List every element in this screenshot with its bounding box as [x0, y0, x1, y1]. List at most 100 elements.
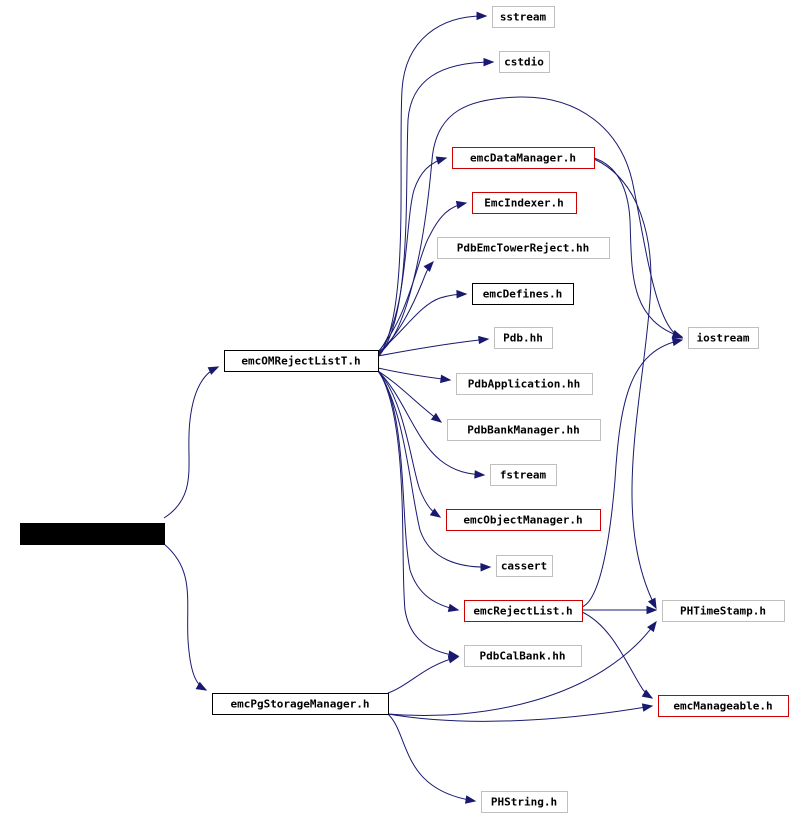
arrowhead: [641, 689, 654, 699]
node-label: PHTimeStamp.h: [680, 605, 766, 618]
edge-omt-to-rl: [377, 370, 460, 613]
node-pcb[interactable]: PdbCalBank.hh: [464, 645, 582, 667]
node-label: cassert: [501, 560, 547, 573]
node-box: [499, 51, 550, 73]
node-dm[interactable]: emcDataManager.h: [452, 147, 595, 169]
arrowhead: [456, 289, 468, 299]
node-phs[interactable]: PHString.h: [481, 791, 568, 813]
arrowhead: [483, 57, 495, 67]
arrowhead: [455, 200, 468, 210]
node-cassert[interactable]: cassert: [496, 555, 553, 577]
node-box: [472, 192, 577, 214]
arrowhead: [464, 795, 477, 804]
node-def[interactable]: emcDefines.h: [472, 283, 574, 305]
node-box: [452, 147, 595, 169]
node-box: [456, 373, 593, 395]
node-label: iostream: [697, 332, 750, 345]
node-sstream[interactable]: sstream: [492, 6, 555, 28]
node-rl[interactable]: emcRejectList.h: [464, 600, 583, 622]
node-label: PdbCalBank.hh: [479, 650, 565, 663]
node-ptr[interactable]: PdbEmcTowerReject.hh: [437, 237, 610, 259]
arrowhead: [476, 11, 488, 21]
edge-rl-to-man: [581, 611, 654, 699]
node-iostream[interactable]: iostream: [688, 327, 759, 349]
node-label: emcObjectManager.h: [463, 514, 582, 527]
arrowhead: [474, 470, 486, 479]
node-box: [662, 600, 785, 622]
node-box: [464, 600, 583, 622]
node-box: [490, 464, 557, 486]
edge-pgs-to-ts: [387, 620, 657, 717]
node-cstdio[interactable]: cstdio: [499, 51, 550, 73]
arrowhead: [641, 703, 654, 712]
edge-omt-to-pdb: [377, 335, 490, 357]
node-root: emcOMRejectList.C: [20, 523, 165, 545]
edge-omt-to-om: [377, 370, 442, 518]
arrowhead: [447, 655, 460, 664]
arrowhead: [447, 603, 460, 613]
node-label: emcRejectList.h: [473, 605, 572, 618]
node-box: [20, 523, 165, 545]
node-label: emcManageable.h: [673, 700, 772, 713]
arrowhead: [647, 620, 657, 633]
edge-pgs-to-phs: [387, 713, 477, 804]
arrowhead: [478, 335, 490, 345]
arrowhead: [195, 681, 208, 691]
edge-omt-to-cassert: [377, 370, 492, 572]
node-box: [688, 327, 759, 349]
arrowhead: [671, 337, 684, 347]
node-label: emcDefines.h: [483, 288, 562, 301]
edge-omt-to-pbm: [377, 370, 443, 423]
node-pbm[interactable]: PdbBankManager.hh: [447, 419, 601, 441]
node-box: [494, 327, 553, 349]
node-label: sstream: [500, 11, 547, 24]
edge-root-to-pgs: [163, 543, 208, 691]
arrowhead: [440, 374, 452, 384]
arrowhead: [430, 412, 443, 423]
node-label: emcOMRejectListT.h: [241, 355, 360, 368]
node-box: [472, 283, 574, 305]
node-fstream[interactable]: fstream: [490, 464, 557, 486]
node-idx[interactable]: EmcIndexer.h: [472, 192, 577, 214]
node-box: [446, 509, 601, 531]
node-box: [492, 6, 555, 28]
node-label: Pdb.hh: [503, 332, 543, 345]
arrowhead: [429, 508, 442, 518]
node-box: [437, 237, 610, 259]
node-box: [212, 693, 389, 715]
arrowhead: [647, 597, 657, 610]
edge-layer: [163, 11, 684, 804]
node-pgs[interactable]: emcPgStorageManager.h: [212, 693, 389, 715]
node-label: EmcIndexer.h: [484, 197, 563, 210]
arrowhead: [207, 366, 220, 375]
arrowhead: [480, 562, 492, 572]
edge-omt-to-dm: [377, 156, 448, 353]
edge-omt-to-idx: [377, 200, 468, 353]
node-label: emcDataManager.h: [470, 152, 576, 165]
node-layer: emcOMRejectList.C emcOMRejectListT.h emcPg…: [20, 6, 789, 813]
edge-omt-to-sstream: [377, 11, 488, 357]
node-label: fstream: [500, 469, 547, 482]
node-om[interactable]: emcObjectManager.h: [446, 509, 601, 531]
node-label: cstdio: [504, 56, 544, 69]
edge-root-to-omt: [163, 366, 220, 519]
node-pdb[interactable]: Pdb.hh: [494, 327, 553, 349]
node-label: emcPgStorageManager.h: [230, 698, 369, 711]
node-label: PHString.h: [491, 796, 557, 809]
edge-omt-to-iostream: [377, 96, 684, 355]
edge-dm-to-iostream: [593, 157, 684, 339]
edge-dm-to-ts: [593, 158, 657, 610]
node-box: [658, 695, 789, 717]
node-box: [464, 645, 582, 667]
node-ts[interactable]: PHTimeStamp.h: [662, 600, 785, 622]
arrowhead: [423, 260, 434, 272]
node-box: [481, 791, 568, 813]
edge-omt-to-papp: [377, 367, 452, 384]
node-label: PdbBankManager.hh: [467, 424, 580, 437]
node-label: emcOMRejectList.C: [36, 528, 149, 541]
node-box: [447, 419, 601, 441]
node-man[interactable]: emcManageable.h: [658, 695, 789, 717]
node-papp[interactable]: PdbApplication.hh: [456, 373, 593, 395]
node-omt[interactable]: emcOMRejectListT.h: [224, 350, 379, 372]
